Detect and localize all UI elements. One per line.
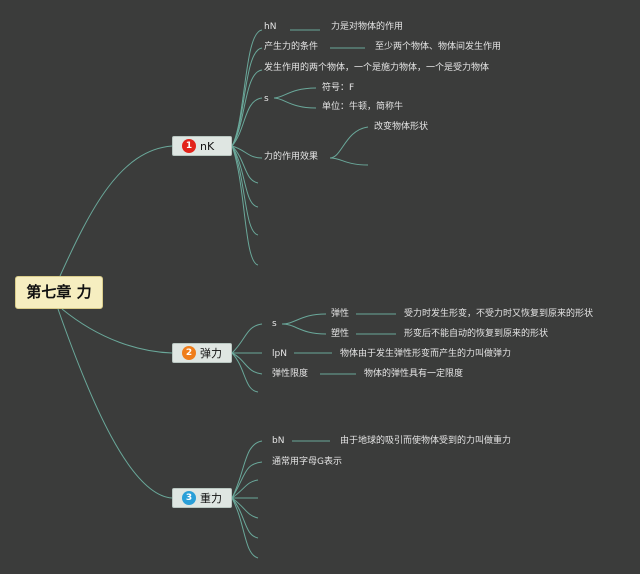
elasticity-text[interactable]: 受力时发生形变，不受力时又恢复到原来的形状 [404,309,594,319]
plasticity-text[interactable]: 形变后不能自动的恢复到原来的形状 [404,329,549,339]
force-unit[interactable]: 单位：牛顿，简称牛 [322,102,404,112]
plasticity-key[interactable]: 塑性 [331,329,350,339]
elastic-limit-key[interactable]: 弹性限度 [272,369,309,379]
elastic-definition-key[interactable]: lpN [272,349,287,359]
elasticity-key[interactable]: 弹性 [331,309,350,319]
force-effect-1[interactable]: 改变物体形状 [374,122,429,132]
elastic-definition[interactable]: 物体由于发生弹性形变而产生的力叫做弹力 [340,349,512,359]
topic-elastic[interactable]: 2 弹力 [172,343,232,363]
topic-label: 重力 [200,492,222,505]
force-definition-key[interactable]: hN [264,22,277,32]
force-condition[interactable]: 至少两个物体、物体间发生作用 [375,42,502,52]
root-node[interactable]: 第七章 力 [15,276,103,309]
topic-gravity[interactable]: 3 重力 [172,488,232,508]
number-badge: 1 [182,139,196,153]
number-badge: 3 [182,491,196,505]
link-root-gravity [57,308,173,499]
force-condition-key[interactable]: 产生力的条件 [264,42,319,52]
force-two-bodies[interactable]: 发生作用的两个物体，一个是施力物体，一个是受力物体 [264,63,490,73]
gravity-definition-key[interactable]: bN [272,436,285,446]
elastic-kind-key[interactable]: s [272,319,277,329]
link-root-elastic [61,308,173,354]
force-definition[interactable]: 力是对物体的作用 [331,22,404,32]
topic-force[interactable]: 1 nK [172,136,232,156]
gravity-letter-note[interactable]: 通常用字母G表示 [272,457,342,467]
number-badge: 2 [182,346,196,360]
gravity-definition[interactable]: 由于地球的吸引而使物体受到的力叫做重力 [340,436,512,446]
topic-label: nK [200,139,215,153]
force-symbol[interactable]: 符号：F [322,83,355,93]
elastic-limit[interactable]: 物体的弹性具有一定限度 [364,369,464,379]
link-root-force [59,145,173,277]
force-unit-key[interactable]: s [264,94,269,104]
force-effect-key[interactable]: 力的作用效果 [264,152,319,162]
topic-label: 弹力 [200,347,222,360]
